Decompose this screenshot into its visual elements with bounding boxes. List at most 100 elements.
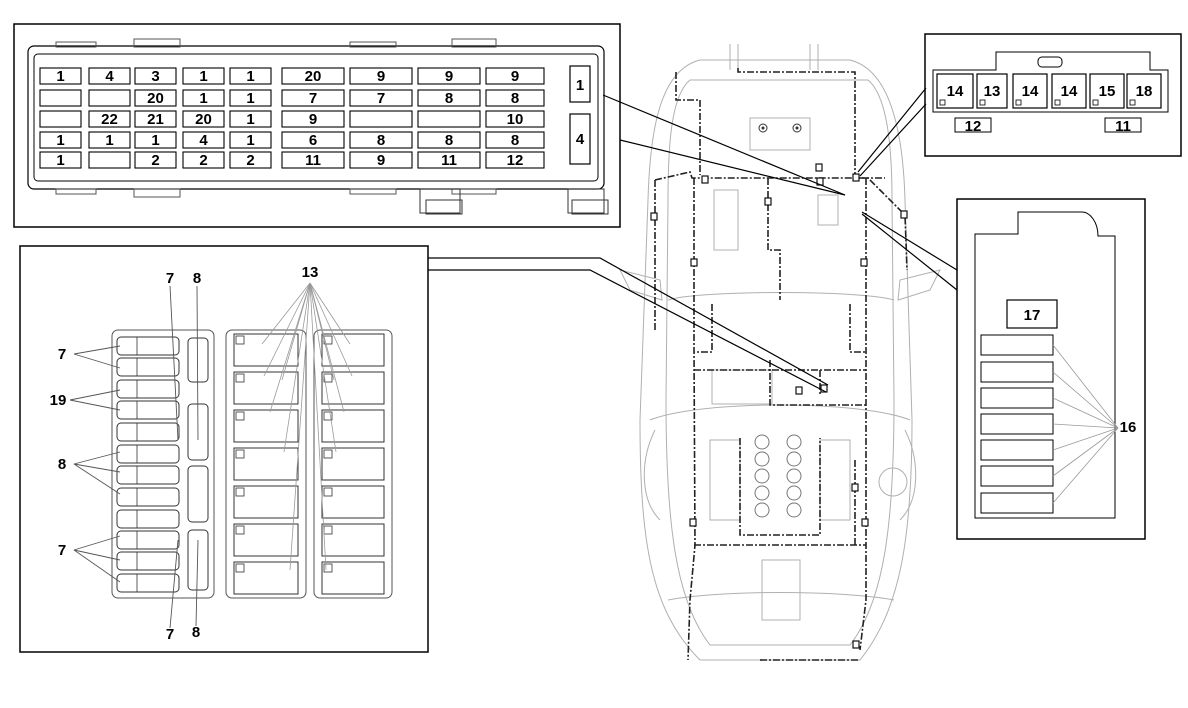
fuse-slot-label: 7	[309, 90, 317, 107]
fuse-slot	[229, 110, 272, 128]
leader-line	[1052, 427, 1119, 504]
relay-detail-panel: 13 7 8 7 8 7 19 8 7	[19, 245, 429, 653]
fuse-slot	[229, 89, 272, 107]
leader-line	[1052, 427, 1119, 451]
side-relay-1-label: 1	[576, 77, 584, 94]
fuse-slot	[281, 89, 345, 107]
fuse-slot	[485, 131, 545, 149]
right-fuse-slots	[980, 334, 1119, 514]
leader-line	[73, 353, 121, 369]
fuse-slot	[349, 110, 413, 128]
relay-block	[1051, 73, 1087, 109]
relay-pin-mark	[1054, 99, 1061, 106]
relay-pin-mark	[1092, 99, 1099, 106]
fuse-socket	[754, 434, 770, 450]
leader-line	[73, 463, 121, 495]
fuse-slot	[182, 151, 225, 169]
fuse-slot	[134, 131, 177, 149]
fuse-slot	[349, 151, 413, 169]
fuse-slot-label: 21	[147, 111, 164, 128]
fuse-slot	[417, 89, 481, 107]
fuse-slot	[417, 131, 481, 149]
fuse-slot	[116, 422, 180, 442]
fuse-slot-label: 9	[377, 152, 385, 169]
fuse-slot-label: 1	[56, 152, 64, 169]
relay-block	[1089, 73, 1125, 109]
fuse-socket	[754, 468, 770, 484]
side-relay-1	[569, 65, 591, 103]
fuse-slot	[116, 379, 180, 399]
fuse-slot	[88, 89, 131, 107]
front-lamp-marks	[758, 123, 802, 133]
relay-socket-pin	[323, 373, 333, 383]
relay-block-label: 14	[1061, 83, 1078, 100]
detail-label-7-a: 7	[58, 346, 66, 363]
fuse-slot-label: 4	[105, 68, 114, 85]
car-outline	[619, 44, 941, 661]
fuse-slot	[134, 67, 177, 85]
relay-socket-pin	[323, 487, 333, 497]
fuse-slot-label: 2	[246, 152, 254, 169]
fuse-slot	[485, 89, 545, 107]
leader-line	[281, 282, 311, 381]
fuse-socket	[786, 451, 802, 467]
leader-lines-top-right	[857, 87, 927, 177]
relay-block-label: 13	[984, 83, 1001, 100]
relay-socket	[321, 485, 385, 519]
harness-connectors	[650, 163, 908, 649]
fuse-slot	[116, 509, 180, 529]
leader-line	[73, 345, 121, 355]
relay-block	[1012, 73, 1048, 109]
fuse-slot-label: 1	[151, 132, 159, 149]
relay-socket	[321, 371, 385, 405]
relay-socket-pin	[323, 449, 333, 459]
fuse-slot-label: 8	[445, 132, 453, 149]
fuse-socket	[786, 434, 802, 450]
relay-socket-pin	[235, 563, 245, 573]
leader-line	[309, 282, 335, 381]
fuse-slot	[485, 151, 545, 169]
fuse-slot-label: 1	[105, 132, 113, 149]
fuse-slot-label: 10	[507, 111, 524, 128]
fuse-slot	[116, 400, 180, 420]
fuse-group-label: 16	[1120, 419, 1137, 436]
leader-line	[1052, 344, 1119, 429]
fuse-slot	[182, 89, 225, 107]
relay-columns	[233, 333, 385, 595]
fuse-slot	[229, 151, 272, 169]
relay-socket-pin	[235, 335, 245, 345]
relay-socket	[233, 409, 299, 443]
fuse-slot	[281, 67, 345, 85]
leader-lines-top-left	[602, 94, 846, 196]
relay-socket	[233, 485, 299, 519]
mini-relay	[187, 465, 209, 523]
mini-relay	[187, 529, 209, 591]
fuse-slot	[485, 110, 545, 128]
fuse-slot	[485, 67, 545, 85]
fuse-slot	[980, 492, 1054, 514]
fuse-slot	[980, 465, 1054, 487]
fuse-slot	[88, 110, 131, 128]
fuse-slot-label: 20	[195, 111, 212, 128]
side-relay-2-label: 4	[576, 131, 585, 148]
fuse-slot	[116, 336, 180, 356]
relay-pin-mark	[1129, 99, 1136, 106]
fuse-slot	[116, 573, 180, 593]
leader-line	[289, 282, 311, 571]
leader-line	[1052, 427, 1119, 477]
fuse-slot-label: 1	[246, 132, 254, 149]
leader-line	[196, 285, 199, 441]
fuse-slot	[134, 151, 177, 169]
relay-socket	[321, 333, 385, 367]
fuse-slot	[281, 110, 345, 128]
leader-line	[269, 282, 311, 413]
detail-label-8: 8	[58, 456, 66, 473]
fuse-slot-label: 8	[377, 132, 385, 149]
fuse-slot	[88, 151, 131, 169]
fuse-slot-label: 1	[246, 90, 254, 107]
relay-block-label: 14	[1022, 83, 1039, 100]
leader-line	[309, 282, 353, 377]
relay-pin-mark	[939, 99, 946, 106]
